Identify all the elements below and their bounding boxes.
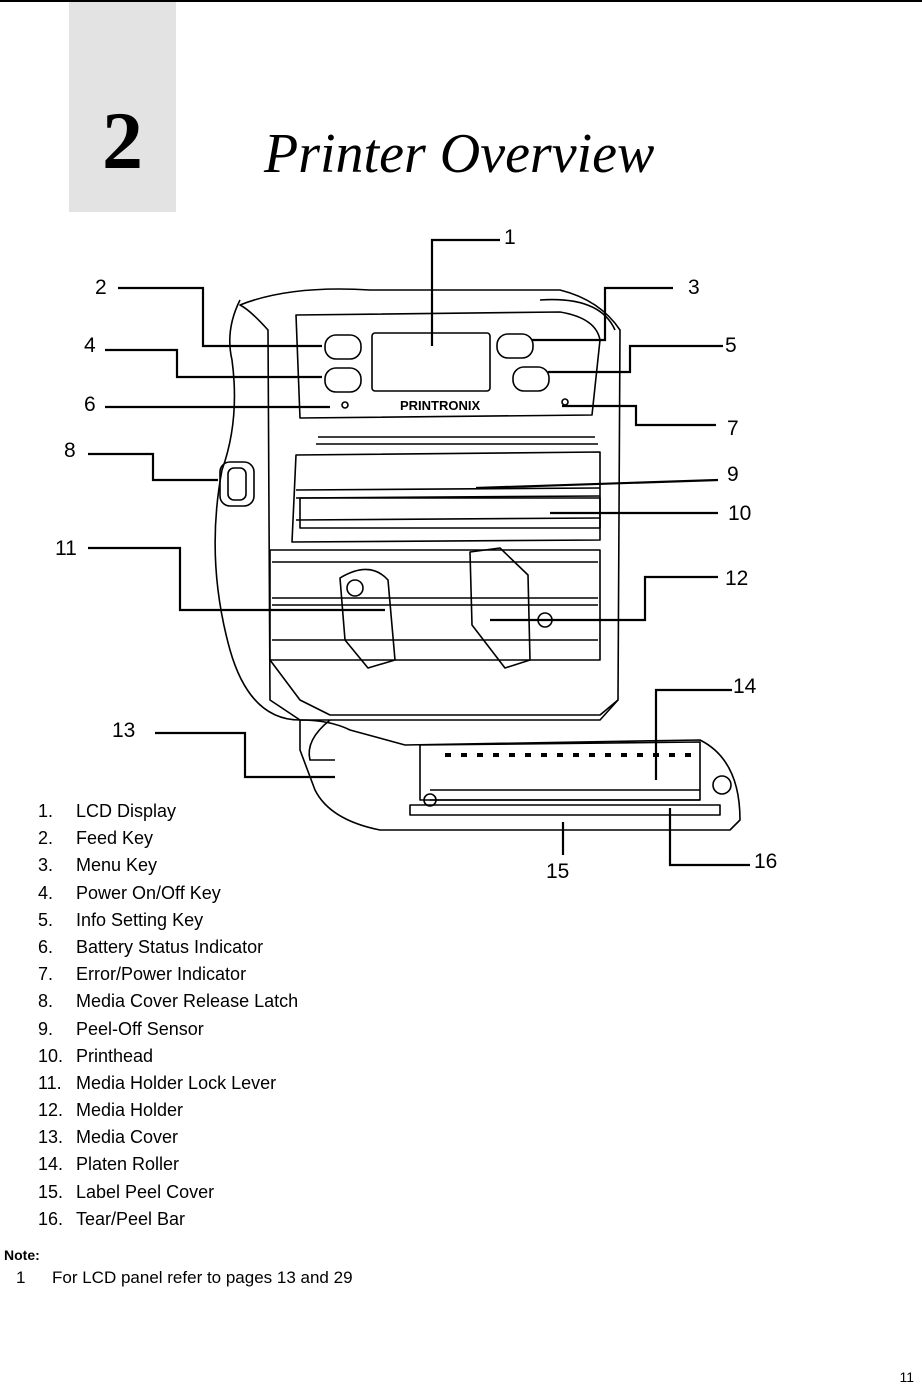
- top-rule: [0, 0, 922, 2]
- legend-item-number: 2.: [38, 828, 54, 849]
- legend-item: 13. Media Cover: [38, 1124, 298, 1151]
- legend-item-number: 16.: [38, 1208, 64, 1229]
- printer-illustration: [214, 288, 741, 831]
- legend-item-label: Label Peel Cover: [76, 1181, 215, 1202]
- legend-item: 7. Error/Power Indicator: [38, 961, 298, 988]
- legend-item-label: LCD Display: [76, 801, 177, 821]
- parts-legend: 1. LCD Display 2. Feed Key 3. Menu Key 4. Power…: [38, 798, 298, 1233]
- callout-5: 5: [725, 334, 737, 357]
- legend-item-number: 5.: [38, 909, 54, 930]
- legend-item: 6. Battery Status Indicator: [38, 934, 298, 961]
- callout-12: 12: [725, 567, 748, 590]
- callout-6: 6: [84, 393, 96, 416]
- legend-item: 5. Info Setting Key: [38, 907, 298, 934]
- callout-2: 2: [95, 276, 107, 299]
- legend-item: 4. Power On/Off Key: [38, 880, 298, 907]
- legend-item-number: 9.: [38, 1018, 54, 1039]
- callout-7: 7: [727, 417, 739, 440]
- legend-item-number: 7.: [38, 964, 54, 985]
- callout-9: 9: [727, 463, 739, 486]
- brand-label: PRINTRONIX: [400, 398, 481, 413]
- legend-item-number: 1.: [38, 801, 54, 821]
- legend-item-label: Media Cover Release Latch: [76, 991, 299, 1012]
- callout-15: 15: [546, 860, 569, 883]
- legend-item-label: Menu Key: [76, 855, 158, 876]
- printer-diagram: PRINTRONIX 1 2 3 4 5 6 7 8 9 10 11 12 13…: [55, 226, 777, 883]
- legend-item: 10. Printhead: [38, 1043, 298, 1070]
- legend-item-label: Power On/Off Key: [76, 882, 221, 903]
- legend-item: 1. LCD Display: [38, 798, 298, 825]
- callout-8: 8: [64, 439, 76, 462]
- chapter-title: Printer Overview: [264, 123, 655, 185]
- legend-item: 12. Media Holder: [38, 1097, 298, 1124]
- legend-item: 8. Media Cover Release Latch: [38, 988, 298, 1015]
- legend-item-label: Printhead: [76, 1045, 154, 1066]
- legend-item: 16. Tear/Peel Bar: [38, 1206, 298, 1233]
- legend-item: 15. Label Peel Cover: [38, 1179, 298, 1206]
- legend-item: 3. Menu Key: [38, 852, 298, 879]
- legend-item: 2. Feed Key: [38, 825, 298, 852]
- callout-16: 16: [754, 850, 777, 873]
- page-number: 11: [899, 1369, 914, 1385]
- legend-item-number: 12.: [38, 1100, 64, 1121]
- legend-item-label: Feed Key: [76, 828, 154, 849]
- note-text: For LCD panel refer to pages 13 and 29: [52, 1268, 353, 1287]
- legend-item-label: Info Setting Key: [76, 909, 204, 930]
- legend-item-number: 15.: [38, 1181, 64, 1202]
- legend-item-label: Error/Power Indicator: [76, 964, 247, 985]
- callout-3: 3: [688, 276, 700, 299]
- callout-4: 4: [84, 334, 96, 357]
- legend-item-number: 10.: [38, 1045, 64, 1066]
- legend-item-number: 6.: [38, 936, 54, 957]
- legend-item-number: 3.: [38, 855, 54, 876]
- chapter-number-box: 2: [69, 2, 176, 212]
- legend-item: 14. Platen Roller: [38, 1151, 298, 1178]
- legend-item-number: 8.: [38, 991, 54, 1012]
- legend-item-label: Media Cover: [76, 1127, 179, 1148]
- note-label: Note:: [4, 1247, 40, 1263]
- callout-10: 10: [728, 502, 751, 525]
- legend-item: 11. Media Holder Lock Lever: [38, 1070, 298, 1097]
- legend-item: 9. Peel-Off Sensor: [38, 1016, 298, 1043]
- note-number: 1: [16, 1268, 26, 1287]
- leader-lines: [88, 238, 750, 867]
- legend-item-label: Media Holder: [76, 1100, 184, 1121]
- callout-11: 11: [55, 537, 77, 560]
- legend-item-label: Platen Roller: [76, 1154, 180, 1175]
- callout-14: 14: [733, 675, 757, 698]
- legend-item-number: 13.: [38, 1127, 64, 1148]
- legend-item-number: 11.: [38, 1072, 62, 1093]
- chapter-number: 2: [102, 95, 143, 186]
- legend-item-number: 14.: [38, 1154, 64, 1175]
- callout-1: 1: [504, 226, 516, 249]
- legend-item-label: Peel-Off Sensor: [76, 1018, 204, 1039]
- note-item: 1 For LCD panel refer to pages 13 and 29: [16, 1268, 353, 1288]
- legend-item-number: 4.: [38, 882, 54, 903]
- legend-item-label: Tear/Peel Bar: [76, 1208, 186, 1229]
- legend-item-label: Media Holder Lock Lever: [76, 1072, 277, 1093]
- callout-13: 13: [112, 719, 135, 742]
- legend-item-label: Battery Status Indicator: [76, 936, 264, 957]
